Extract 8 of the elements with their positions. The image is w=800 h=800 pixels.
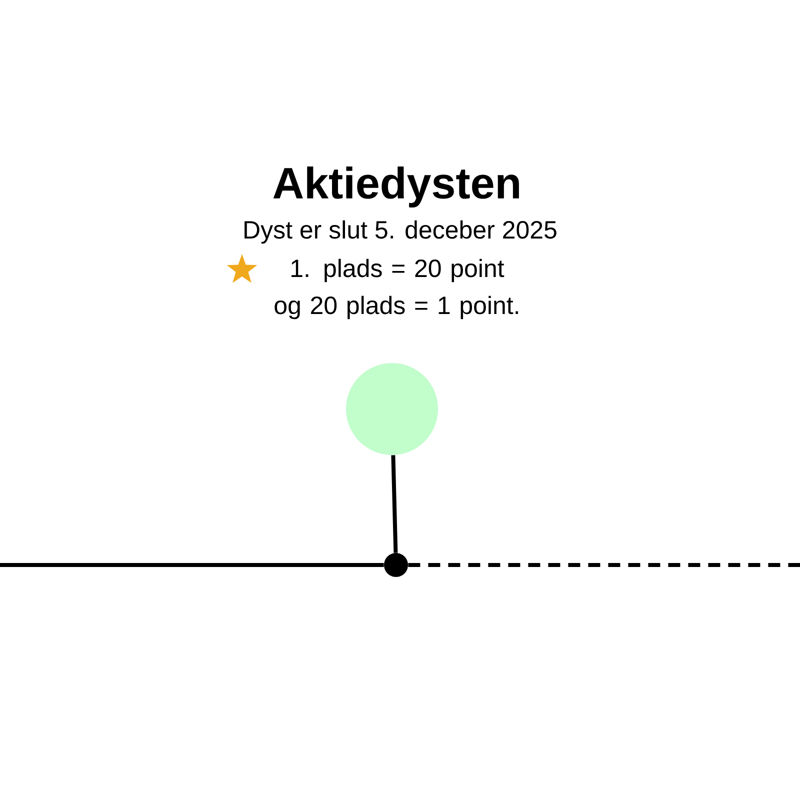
timeline-line — [408, 563, 800, 567]
title: Aktiedysten — [273, 166, 519, 208]
note-text: Dyst er slut 5. deceber 2025 — [244, 220, 556, 244]
milestone-circle — [346, 363, 438, 455]
connector-line — [391, 455, 398, 553]
timeline-line — [0, 563, 384, 567]
note-text: 1. plads = 20 point og 20 plads = 1 point. — [274, 258, 518, 320]
timeline-dot — [384, 553, 408, 577]
